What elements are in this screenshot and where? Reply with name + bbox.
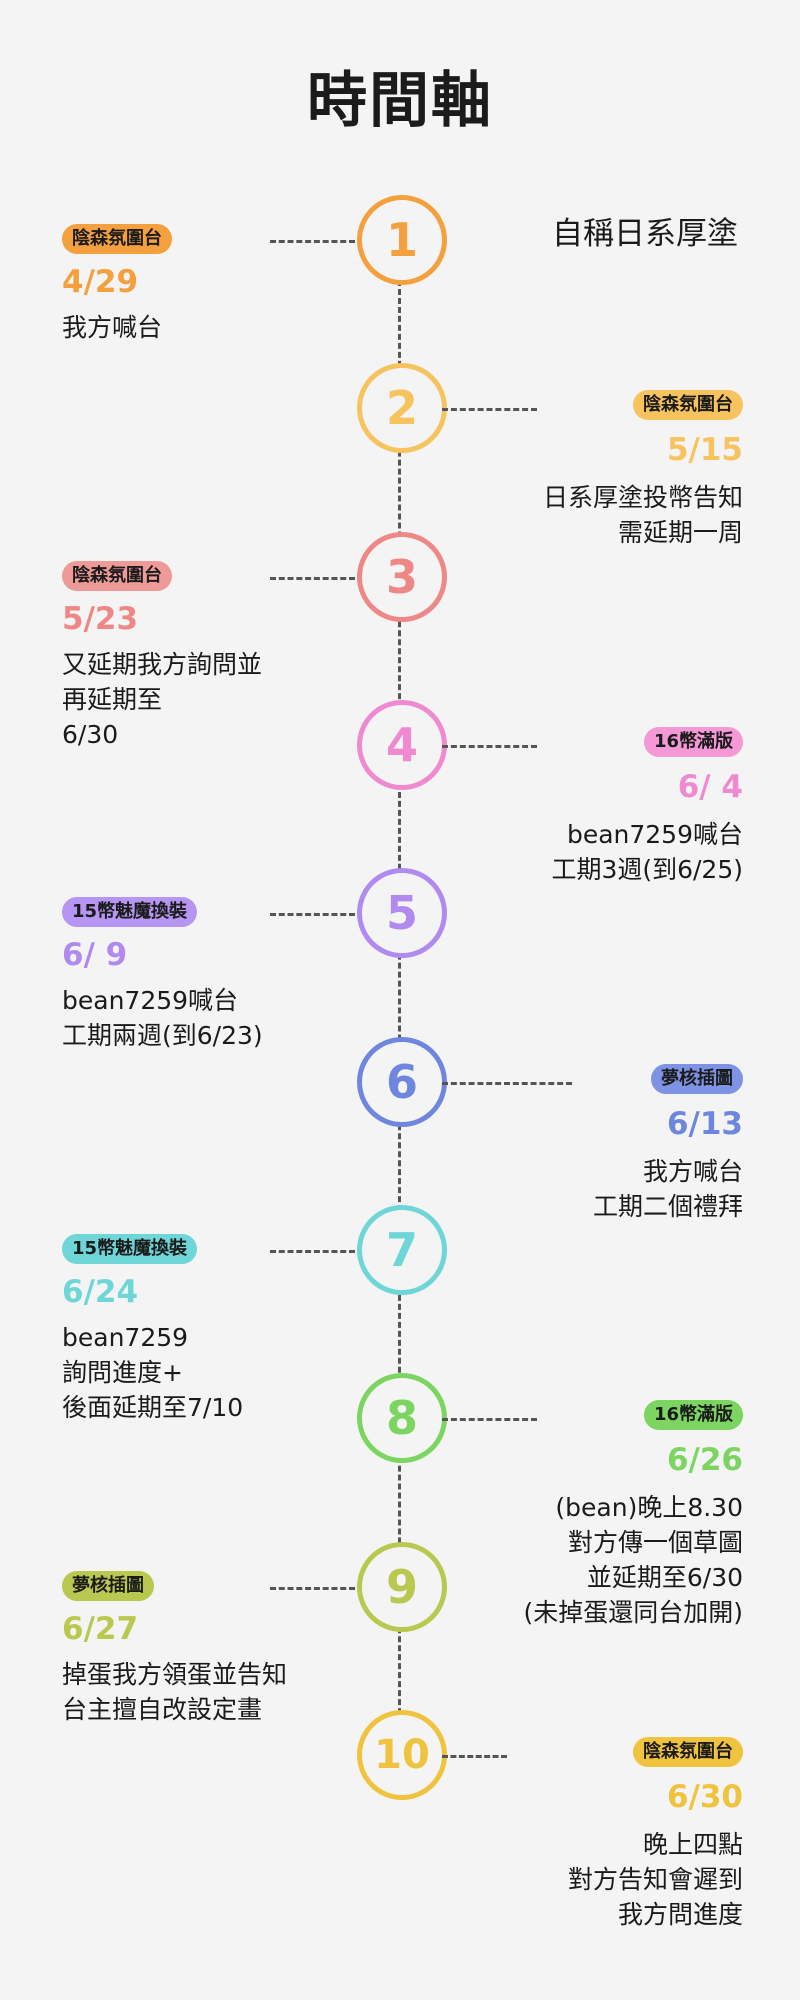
event-date: 6/24 — [62, 1274, 139, 1310]
connector-2 — [442, 408, 537, 411]
timeline-node-10: 10 — [357, 1710, 447, 1800]
event-date: 6/13 — [666, 1106, 743, 1142]
event-date: 6/ 9 — [62, 937, 128, 973]
event-description: 又延期我方詢問並 再延期至 6/30 — [62, 650, 263, 749]
event-description: 我方喊台 — [62, 313, 163, 342]
event-description: (bean)晚上8.30 對方傳一個草圖 並延期至6/30 (未掉蛋還同台加開) — [523, 1493, 743, 1627]
event-tag: 陰森氛圍台 — [633, 390, 743, 420]
connector-9 — [270, 1587, 355, 1590]
connector-10 — [442, 1755, 507, 1758]
event-tag: 夢核插圖 — [651, 1064, 743, 1094]
event-tag: 陰森氛圍台 — [62, 561, 172, 591]
timeline-node-2: 2 — [357, 363, 447, 453]
event-date: 6/27 — [62, 1611, 139, 1647]
event-description: 我方喊台 工期二個禮拜 — [592, 1157, 743, 1221]
connector-4 — [442, 745, 537, 748]
event-date: 6/ 4 — [677, 769, 743, 805]
timeline-node-6: 6 — [357, 1037, 447, 1127]
event-tag: 夢核插圖 — [62, 1571, 154, 1601]
connector-8 — [442, 1418, 537, 1421]
event-description: 晚上四點 對方告知會遲到 我方問進度 — [567, 1830, 743, 1929]
event-tag: 16幣滿版 — [643, 727, 743, 757]
event-date: 5/23 — [62, 601, 139, 637]
connector-3 — [270, 577, 355, 580]
timeline-node-8: 8 — [357, 1373, 447, 1463]
event-date: 6/30 — [666, 1779, 743, 1815]
event-tag: 15幣魅魔換裝 — [62, 897, 198, 927]
connector-7 — [270, 1250, 355, 1253]
connector-1 — [270, 240, 355, 243]
header-note: 自稱日系厚塗 — [552, 216, 738, 252]
page-title: 時間軸 — [307, 66, 493, 136]
event-tag: 16幣滿版 — [643, 1400, 743, 1430]
connector-5 — [270, 913, 355, 916]
event-description: bean7259喊台 工期3週(到6/25) — [551, 820, 743, 884]
timeline-node-4: 4 — [357, 700, 447, 790]
event-description: bean7259喊台 工期兩週(到6/23) — [62, 986, 263, 1050]
event-tag: 15幣魅魔換裝 — [62, 1234, 198, 1264]
event-tag: 陰森氛圍台 — [633, 1737, 743, 1767]
timeline-node-7: 7 — [357, 1205, 447, 1295]
timeline-node-5: 5 — [357, 868, 447, 958]
timeline-spine — [398, 280, 401, 1750]
timeline-node-9: 9 — [357, 1542, 447, 1632]
event-date: 4/29 — [62, 264, 139, 300]
event-description: 掉蛋我方領蛋並告知 台主擅自改設定畫 — [62, 1660, 288, 1724]
event-description: bean7259 詢問進度+ 後面延期至7/10 — [62, 1323, 244, 1422]
connector-6 — [442, 1082, 572, 1085]
timeline-node-1: 1 — [357, 195, 447, 285]
timeline-node-3: 3 — [357, 532, 447, 622]
event-description: 日系厚塗投幣告知 需延期一周 — [542, 483, 743, 547]
event-date: 6/26 — [666, 1442, 743, 1478]
event-tag: 陰森氛圍台 — [62, 224, 172, 254]
event-date: 5/15 — [666, 432, 743, 468]
